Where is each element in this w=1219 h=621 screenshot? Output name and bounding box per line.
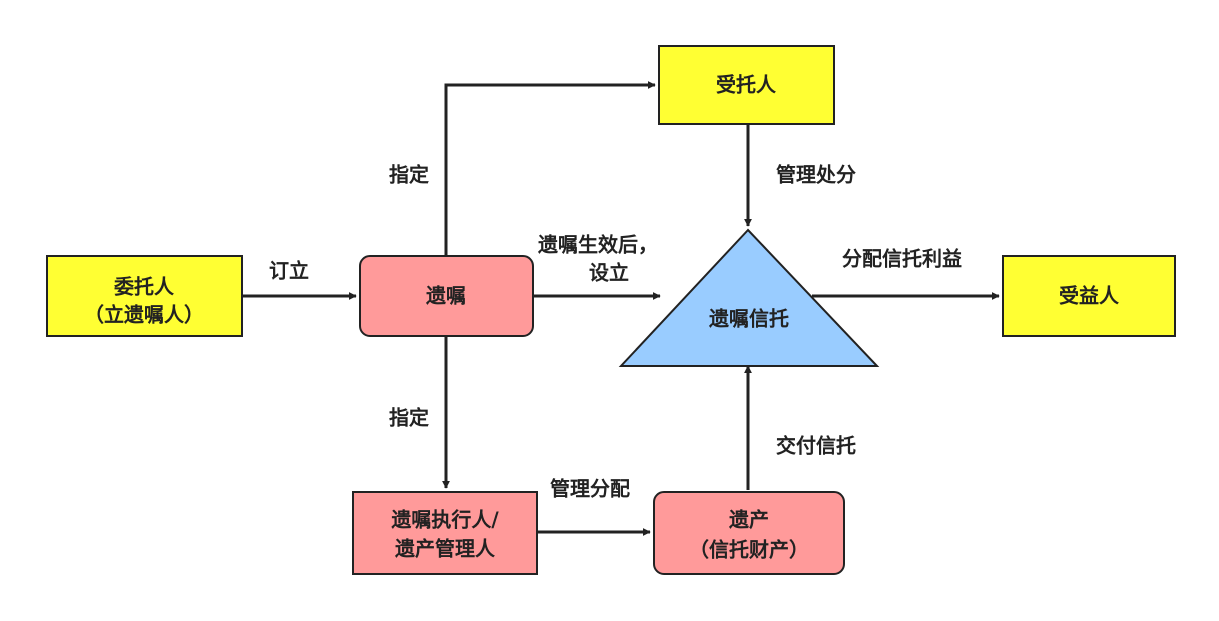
will-label: 遗嘱 <box>425 284 466 308</box>
node-trustee: 受托人 <box>658 45 835 125</box>
executor-box <box>352 491 538 575</box>
estate-label-line2: （信托财产） <box>689 538 809 562</box>
estate-label-line1: 遗产 <box>728 508 769 532</box>
label-will-to-trustee: 指定 <box>389 163 429 187</box>
label-trustee-to-trust: 管理处分 <box>776 163 856 187</box>
label-trust-to-beneficiary: 分配信托利益 <box>842 247 962 271</box>
edge-labels: 订立 指定 指定 遗嘱生效后， 设立 管理处分 分配信托利益 管理分配 交付信托 <box>269 163 962 501</box>
settlor-box <box>46 255 243 337</box>
trustee-label: 受托人 <box>716 73 777 97</box>
node-testamentary-trust: 遗嘱信托 <box>618 228 880 367</box>
node-estate: 遗产 （信托财产） <box>653 491 845 575</box>
executor-label-line1: 遗嘱执行人/ <box>390 508 499 532</box>
label-settlor-to-will: 订立 <box>269 259 309 283</box>
trustee-box <box>658 45 835 125</box>
node-will: 遗嘱 <box>359 255 534 337</box>
label-will-to-executor: 指定 <box>389 406 429 430</box>
label-estate-to-trust: 交付信托 <box>776 434 856 458</box>
beneficiary-label: 受益人 <box>1059 284 1120 308</box>
node-executor: 遗嘱执行人/ 遗产管理人 <box>352 491 538 575</box>
executor-label-line2: 遗产管理人 <box>394 537 496 561</box>
edge-will-to-trustee <box>444 81 656 256</box>
node-settlor: 委托人 （立遗嘱人） <box>46 255 243 337</box>
beneficiary-box <box>1002 255 1176 337</box>
trust-label: 遗嘱信托 <box>708 307 789 331</box>
trust-triangle <box>618 228 880 367</box>
estate-box <box>653 491 845 575</box>
settlor-label-line2: （立遗嘱人） <box>84 303 204 327</box>
settlor-label-line1: 委托人 <box>113 275 175 299</box>
will-box <box>359 255 534 337</box>
node-beneficiary: 受益人 <box>1002 255 1176 337</box>
label-will-to-trust-line1: 遗嘱生效后， <box>537 233 658 257</box>
label-will-to-trust-line2: 设立 <box>589 261 629 285</box>
edges <box>242 81 1000 536</box>
label-executor-to-estate: 管理分配 <box>550 477 630 501</box>
